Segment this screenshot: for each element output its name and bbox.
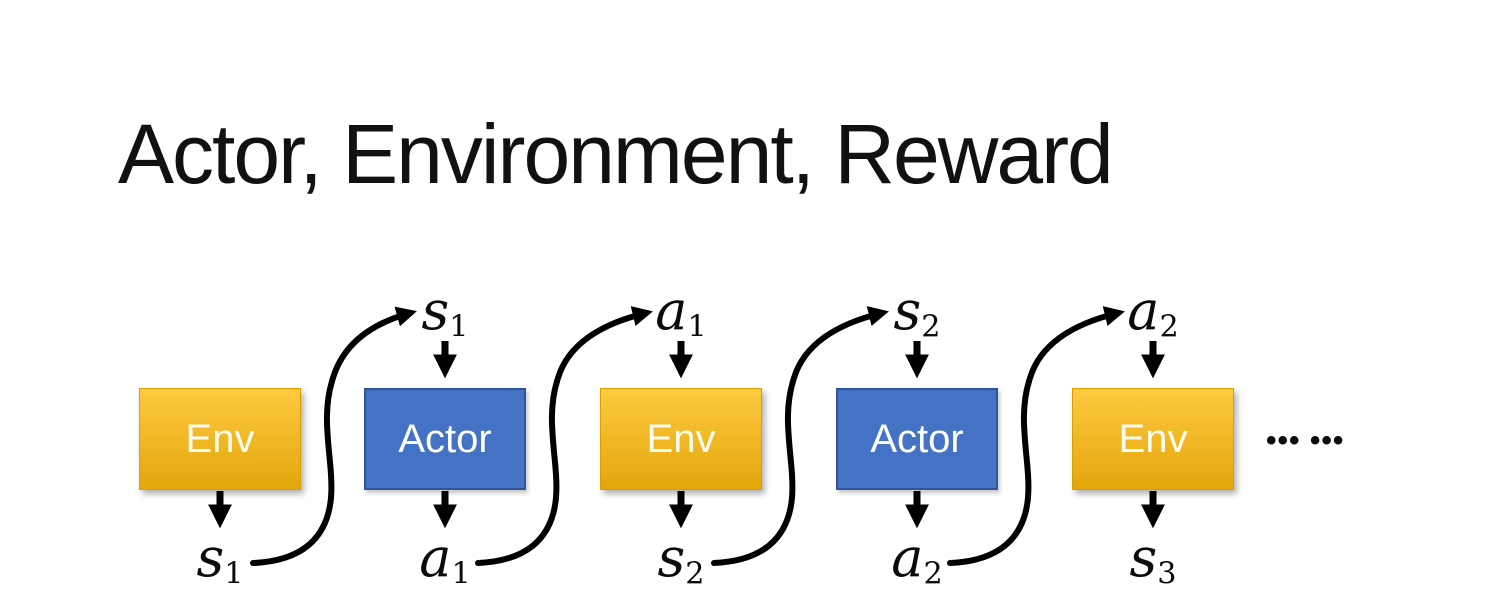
math-subscript: 2: [1159, 309, 1179, 345]
label-top-s2: s2: [857, 283, 977, 342]
label-top-a2: a2: [1093, 283, 1213, 342]
math-letter: a: [1127, 279, 1160, 342]
math-letter: s: [657, 526, 686, 589]
math-letter: s: [421, 279, 450, 342]
math-subscript: 1: [449, 309, 469, 345]
label-bottom-s3: s3: [1093, 530, 1213, 589]
math-letter: s: [1129, 526, 1158, 589]
math-subscript: 2: [921, 309, 941, 345]
page-title: Actor, Environment, Reward: [118, 107, 1114, 201]
math-letter: s: [893, 279, 922, 342]
env-box-1: Env: [139, 388, 301, 490]
env-box-2: Env: [600, 388, 762, 490]
math-subscript: 2: [923, 556, 943, 592]
label-bottom-s1: s1: [160, 530, 280, 589]
label-bottom-a1: a1: [385, 530, 505, 589]
math-subscript: 1: [224, 556, 244, 592]
math-letter: a: [655, 279, 688, 342]
actor-box-1: Actor: [364, 388, 526, 490]
label-bottom-s2: s2: [621, 530, 741, 589]
math-subscript: 1: [451, 556, 471, 592]
label-top-s1: s1: [385, 283, 505, 342]
env-box-3: Env: [1072, 388, 1234, 490]
label-bottom-a2: a2: [857, 530, 977, 589]
math-subscript: 3: [1157, 556, 1177, 592]
math-subscript: 2: [685, 556, 705, 592]
label-top-a1: a1: [621, 283, 741, 342]
math-letter: a: [419, 526, 452, 589]
math-subscript: 1: [687, 309, 707, 345]
math-letter: a: [891, 526, 924, 589]
math-letter: s: [196, 526, 225, 589]
actor-box-2: Actor: [836, 388, 998, 490]
continuation-ellipsis: ••• •••: [1266, 424, 1345, 457]
